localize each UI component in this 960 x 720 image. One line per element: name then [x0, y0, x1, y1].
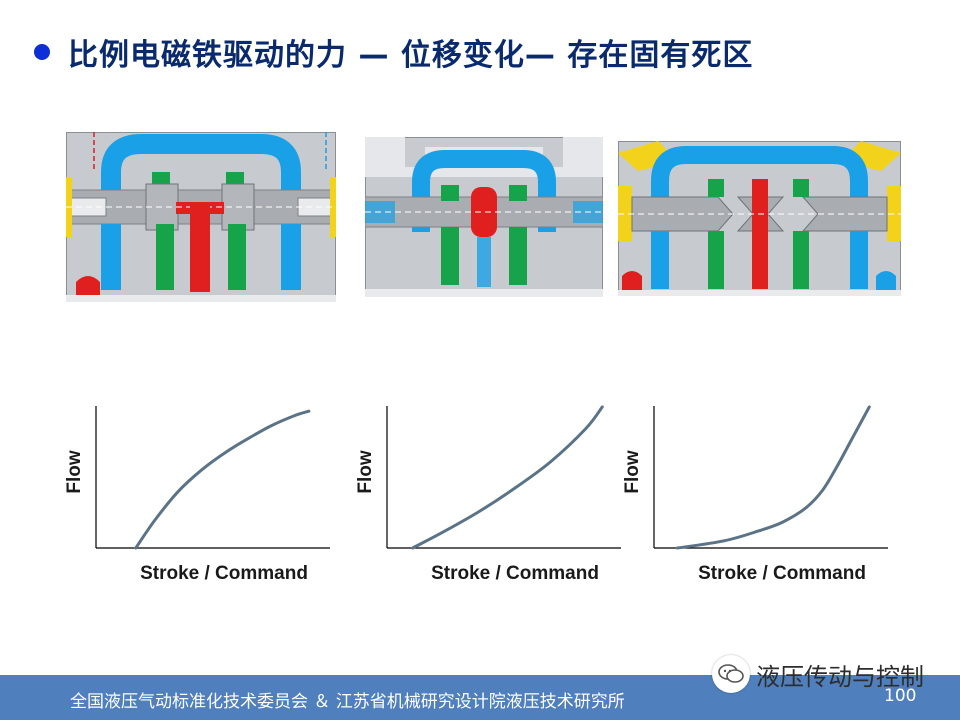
- flow-chart-1: Flow Stroke / Command: [60, 398, 335, 593]
- footer-band: 全国液压气动标准化技术委员会 ＆ 江苏省机械研究设计院液压技术研究所: [0, 675, 960, 720]
- chart-1-series-line: [134, 409, 311, 550]
- circle-bullet-icon: [34, 44, 50, 60]
- page-number: 100: [884, 686, 917, 706]
- wechat-chat-bubble-icon: [712, 655, 750, 693]
- page-title: 比例电磁铁驱动的力 — 位移变化— 存在固有死区: [68, 38, 754, 73]
- watermark-text: 液压传动与控制: [756, 662, 924, 691]
- chart-2-series-line: [411, 405, 604, 550]
- chart-3-ylabel: Flow: [622, 450, 643, 493]
- title-row: 比例电磁铁驱动的力 — 位移变化— 存在固有死区: [34, 30, 753, 74]
- chart-3-series-line: [675, 405, 871, 550]
- chart-2-xlabel: Stroke / Command: [431, 563, 599, 584]
- chart-1-ylabel: Flow: [64, 450, 85, 493]
- flow-chart-3: Flow Stroke / Command: [618, 398, 893, 593]
- watermark: 液压传动与控制: [712, 654, 924, 694]
- chart-2-ylabel: Flow: [355, 450, 376, 493]
- flow-chart-2: Flow Stroke / Command: [351, 398, 626, 593]
- chart-1-xlabel: Stroke / Command: [140, 563, 308, 584]
- valve-cross-section-a: [65, 131, 337, 306]
- valve-cross-section-b: [364, 136, 604, 301]
- footer-organization-text: 全国液压气动标准化技术委员会 ＆ 江苏省机械研究设计院液压技术研究所: [70, 692, 625, 712]
- chart-3-xlabel: Stroke / Command: [698, 563, 866, 584]
- valve-cross-section-c: [617, 140, 902, 300]
